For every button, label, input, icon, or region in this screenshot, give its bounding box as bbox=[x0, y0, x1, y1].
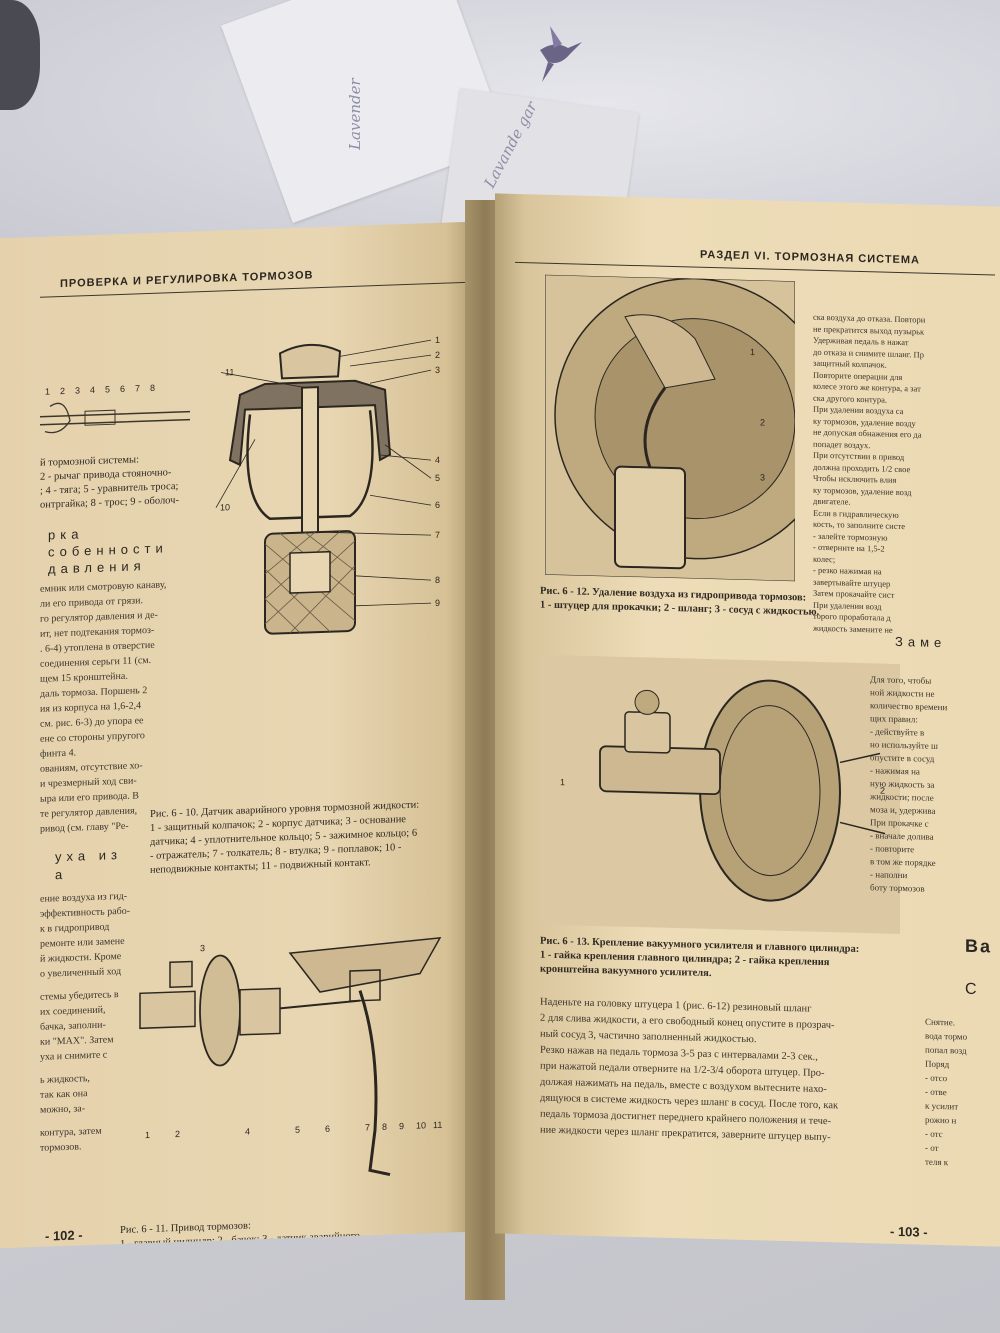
figure-label: 3 bbox=[200, 943, 205, 953]
heading-line: а bbox=[55, 866, 68, 883]
figure-label: 6 bbox=[120, 384, 125, 394]
body-text-pressure: емник или смотровую канаву,ли его привод… bbox=[40, 576, 205, 837]
figure-label: 1 bbox=[435, 335, 440, 345]
caption-body: 1 - защитный колпачок; 2 - корпус датчик… bbox=[150, 811, 460, 878]
figure-label: 6 bbox=[435, 500, 440, 510]
page-number-102: - 102 - bbox=[45, 1227, 83, 1244]
heading-line: уха из bbox=[55, 846, 122, 865]
figure-label: 10 bbox=[416, 1120, 426, 1130]
figure-label: 8 bbox=[382, 1122, 387, 1132]
dark-object-corner bbox=[0, 0, 40, 110]
heading-replacement: Заме bbox=[895, 633, 947, 651]
heading-vacuum: Ва bbox=[965, 935, 993, 957]
fig-6-10-level-sensor: 1 2 3 4 5 6 7 8 9 10 11 bbox=[215, 335, 440, 635]
leader-line bbox=[369, 494, 432, 506]
caption-parking-brake: й тормозной системы: 2 - рычаг привода с… bbox=[40, 451, 200, 513]
leader-line bbox=[215, 439, 256, 508]
figure-label: 11 bbox=[433, 1120, 442, 1130]
figure-label: 7 bbox=[365, 1122, 370, 1132]
figure-label: 11 bbox=[225, 367, 234, 377]
figure-label: 7 bbox=[435, 530, 440, 540]
caption-fig-6-11: Рис. 6 - 11. Привод тормозов: 1 - главны… bbox=[120, 1212, 450, 1248]
figure-label: 1 bbox=[45, 386, 50, 396]
figure-label: 4 bbox=[90, 385, 95, 395]
heading-line: давления bbox=[48, 558, 146, 577]
figure-label: 2 bbox=[880, 785, 885, 795]
leader-line bbox=[354, 575, 432, 581]
right-header-rule bbox=[515, 261, 995, 276]
figure-label: 1 bbox=[145, 1130, 150, 1140]
left-page-header: ПРОВЕРКА И РЕГУЛИРОВКА ТОРМОЗОВ bbox=[60, 269, 314, 291]
figure-label: 5 bbox=[105, 384, 110, 394]
body-text-bleeding: Наденьте на головку штуцера 1 (рис. 6-12… bbox=[540, 995, 910, 1149]
figure-label: 4 bbox=[435, 455, 440, 465]
leader-line bbox=[369, 369, 432, 384]
heading-check-pressure: рка собенности давления bbox=[48, 522, 168, 577]
figure-label: 8 bbox=[435, 575, 440, 585]
figure-label: 2 bbox=[760, 417, 765, 427]
heading-air-removal: уха из а bbox=[55, 846, 122, 884]
figure-label: 2 bbox=[60, 386, 65, 396]
figure-label: 3 bbox=[760, 472, 765, 482]
figure-label: 9 bbox=[399, 1121, 404, 1131]
right-page-header: РАЗДЕЛ VI. ТОРМОЗНАЯ СИСТЕМА bbox=[700, 248, 920, 267]
figure-label: 6 bbox=[325, 1124, 330, 1134]
text-line: теля к bbox=[925, 1156, 949, 1168]
fig-6-12-bleeding-photo: 1 2 3 bbox=[545, 274, 795, 582]
leader-line bbox=[220, 372, 306, 388]
figure-label: 2 bbox=[175, 1129, 180, 1139]
hummingbird-icon bbox=[540, 26, 582, 82]
figure-label: 8 bbox=[150, 383, 155, 393]
leader-line bbox=[317, 531, 432, 536]
leader-line bbox=[355, 602, 431, 607]
fig-6-11-brake-drive: 1 2 3 4 5 6 7 8 9 10 11 bbox=[139, 936, 442, 1177]
figure-label: 3 bbox=[75, 385, 80, 395]
heading-removal: С bbox=[965, 980, 982, 999]
leader-line bbox=[339, 339, 432, 357]
figure-label: 2 bbox=[435, 350, 440, 360]
card-word-1: Lavender bbox=[346, 78, 365, 150]
leader-line bbox=[384, 444, 432, 479]
page-number-103: - 103 - bbox=[890, 1223, 928, 1240]
figure-label: 4 bbox=[245, 1126, 250, 1136]
figure-label: 3 bbox=[435, 365, 440, 375]
card-word-2: Lavande gar bbox=[480, 98, 541, 191]
leader-line bbox=[349, 354, 432, 367]
figure-label: 9 bbox=[435, 598, 440, 608]
figure-label: 1 bbox=[560, 777, 565, 787]
leader-line bbox=[379, 454, 432, 461]
caption-fig-6-10: Рис. 6 - 10. Датчик аварийного уровня то… bbox=[150, 797, 460, 878]
figure-label: 5 bbox=[295, 1125, 300, 1135]
figure-label: 5 bbox=[435, 473, 440, 483]
figure-label: 7 bbox=[135, 383, 140, 393]
caption-fig-6-13: Рис. 6 - 13. Крепление вакуумного усилит… bbox=[540, 935, 890, 986]
figure-label: 1 bbox=[750, 347, 755, 357]
fig-6-13-vacuum-booster-photo: 12 bbox=[540, 654, 900, 934]
figure-label: 10 bbox=[220, 502, 230, 512]
